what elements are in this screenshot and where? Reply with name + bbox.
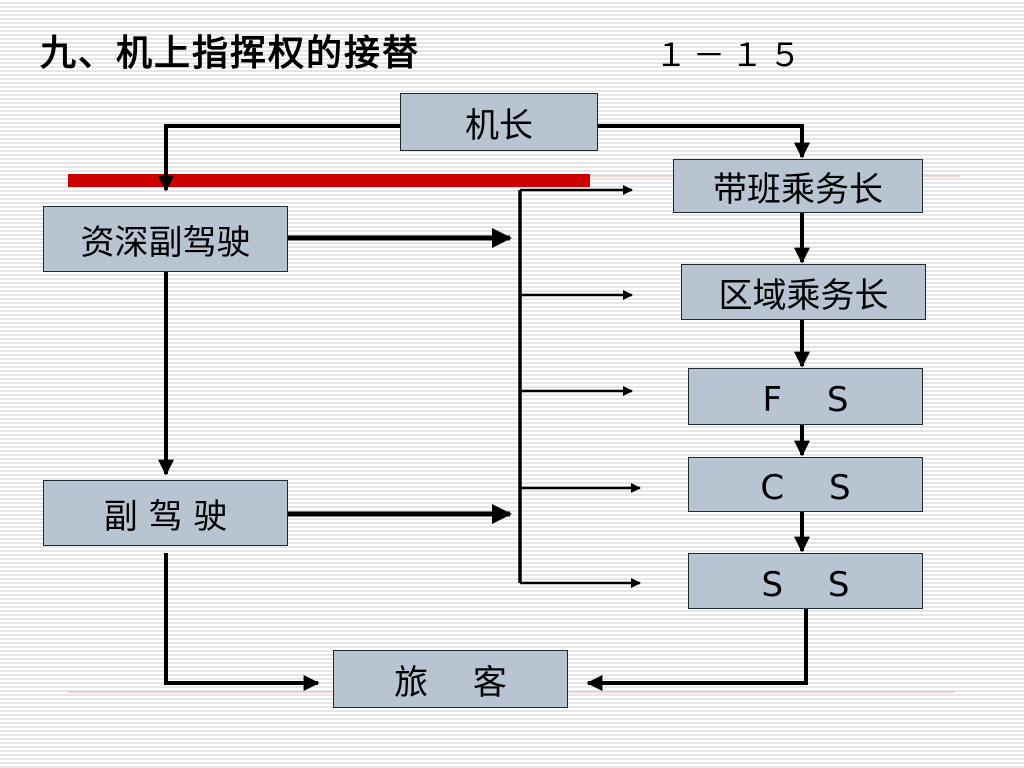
ss-box: S S: [688, 553, 923, 609]
arrow-fo-to-passengers: [164, 553, 320, 691]
captain-box: 机长: [400, 93, 598, 151]
senior-first-officer-box: 资深副驾驶: [43, 206, 288, 272]
arrow-captain-to-chief-purser: [598, 124, 810, 159]
fs-box: F S: [688, 368, 923, 425]
slide-title: 九、机上指挥权的接替: [40, 32, 421, 74]
first-officer-box: 副 驾 驶: [43, 480, 288, 546]
zone-purser-box: 区域乘务长: [681, 264, 926, 320]
chief-purser-box: 带班乘务长: [673, 159, 923, 213]
arrow-ss-to-passengers: [586, 609, 808, 691]
passengers-box: 旅 客: [333, 650, 568, 708]
cs-box: C S: [688, 457, 923, 512]
page-number: １－１５: [655, 36, 808, 74]
arrow-captain-to-senior-fo: [158, 124, 400, 192]
red-accent-bar: [68, 174, 590, 187]
